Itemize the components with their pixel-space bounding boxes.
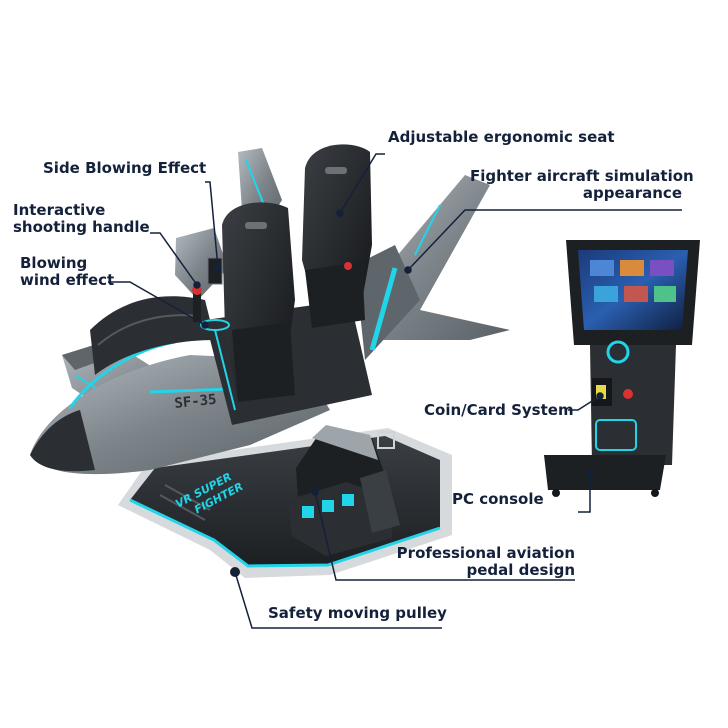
leader-coin — [568, 395, 601, 411]
label-wind-line2: wind effect — [20, 271, 115, 289]
leader-pedal — [314, 491, 575, 581]
leader-wind — [108, 281, 206, 326]
label-fighter-line1: Fighter aircraft simulation — [470, 167, 694, 185]
label-side-blowing: Side Blowing Effect — [43, 159, 207, 177]
seat-front — [222, 202, 295, 402]
leader-lines — [108, 153, 682, 629]
label-pedal-line2: pedal design — [466, 561, 575, 579]
pc-console — [544, 240, 700, 497]
label-shooting-line1: Interactive — [13, 201, 106, 219]
label-pedal-line1: Professional aviation — [396, 544, 575, 562]
leader-fighter — [407, 209, 682, 271]
label-fighter-line2: appearance — [582, 184, 682, 202]
right-wing — [355, 175, 510, 360]
label-seat: Adjustable ergonomic seat — [388, 128, 615, 146]
leader-shooting — [150, 232, 198, 286]
label-pulley: Safety moving pulley — [268, 604, 447, 622]
label-pc: PC console — [452, 490, 544, 508]
label-shooting-line2: shooting handle — [13, 218, 150, 236]
leader-seat — [339, 153, 385, 214]
label-wind-line1: Blowing — [20, 254, 88, 272]
label-coin: Coin/Card System — [424, 401, 574, 419]
pedal-unit — [288, 425, 400, 556]
nose-code: SF-35 — [174, 392, 218, 412]
seat-rear — [302, 144, 372, 328]
leader-side-blowing — [205, 181, 219, 269]
leader-pc — [578, 474, 591, 513]
leader-pulley — [234, 571, 442, 629]
